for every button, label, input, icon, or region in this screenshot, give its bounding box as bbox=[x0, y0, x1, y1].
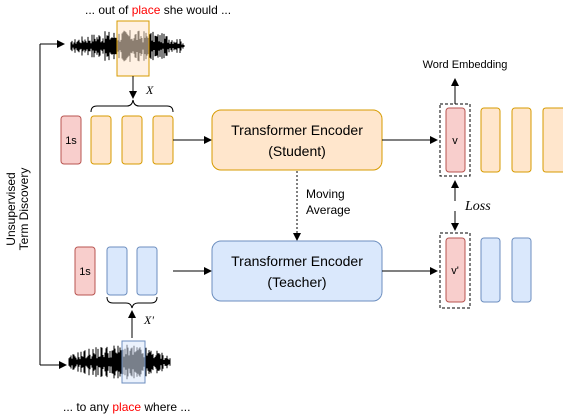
student-encoder-title: Transformer Encoder bbox=[231, 122, 363, 138]
teacher-token bbox=[136, 246, 158, 296]
top-caption: ... out of place she would ... bbox=[85, 3, 231, 17]
bottom-caption: ... to any place where ... bbox=[63, 400, 190, 414]
student-embedding-token bbox=[445, 107, 466, 173]
teacher-encoder bbox=[211, 240, 383, 302]
teacher-token bbox=[106, 246, 128, 296]
student-token bbox=[152, 115, 174, 165]
student-output-token bbox=[480, 107, 501, 173]
teacher-output-token bbox=[480, 237, 501, 303]
side-label: UnsupervisedTerm Discovery bbox=[4, 168, 31, 251]
teacher-encoder-title: Transformer Encoder bbox=[231, 253, 363, 269]
x-prime-brace bbox=[106, 296, 158, 309]
student-encoder bbox=[211, 109, 383, 171]
x-label: X bbox=[145, 83, 154, 97]
student-token bbox=[90, 115, 112, 165]
teacher-output-box bbox=[439, 232, 471, 309]
loss-label: Loss bbox=[464, 199, 491, 214]
term-discovery-bracket bbox=[39, 40, 67, 369]
student-token bbox=[121, 115, 143, 165]
teacher-encoder-role: (Teacher) bbox=[267, 274, 326, 290]
x-brace bbox=[90, 99, 174, 113]
student-embedding-label: v bbox=[452, 135, 458, 147]
x-prime-label: X' bbox=[143, 313, 154, 327]
student-output-token bbox=[511, 107, 532, 173]
student-cls-label: 1s bbox=[65, 135, 77, 147]
top-waveform bbox=[70, 20, 185, 77]
moving-average-line2: Average bbox=[306, 203, 351, 217]
student-cls-token bbox=[60, 115, 82, 165]
teacher-embedding-label: v' bbox=[451, 265, 459, 277]
teacher-cls-label: 1s bbox=[79, 266, 91, 278]
top-segment-highlight bbox=[116, 20, 150, 77]
student-output-token-partial bbox=[542, 107, 563, 173]
word-embedding-label: Word Embedding bbox=[423, 59, 508, 71]
teacher-embedding-token bbox=[445, 237, 466, 303]
teacher-cls-token bbox=[74, 246, 96, 296]
teacher-output-token bbox=[511, 237, 532, 303]
bottom-waveform bbox=[68, 340, 171, 384]
bottom-segment-highlight bbox=[121, 340, 146, 384]
student-encoder-role: (Student) bbox=[268, 143, 326, 159]
moving-average-line1: Moving bbox=[306, 187, 345, 201]
